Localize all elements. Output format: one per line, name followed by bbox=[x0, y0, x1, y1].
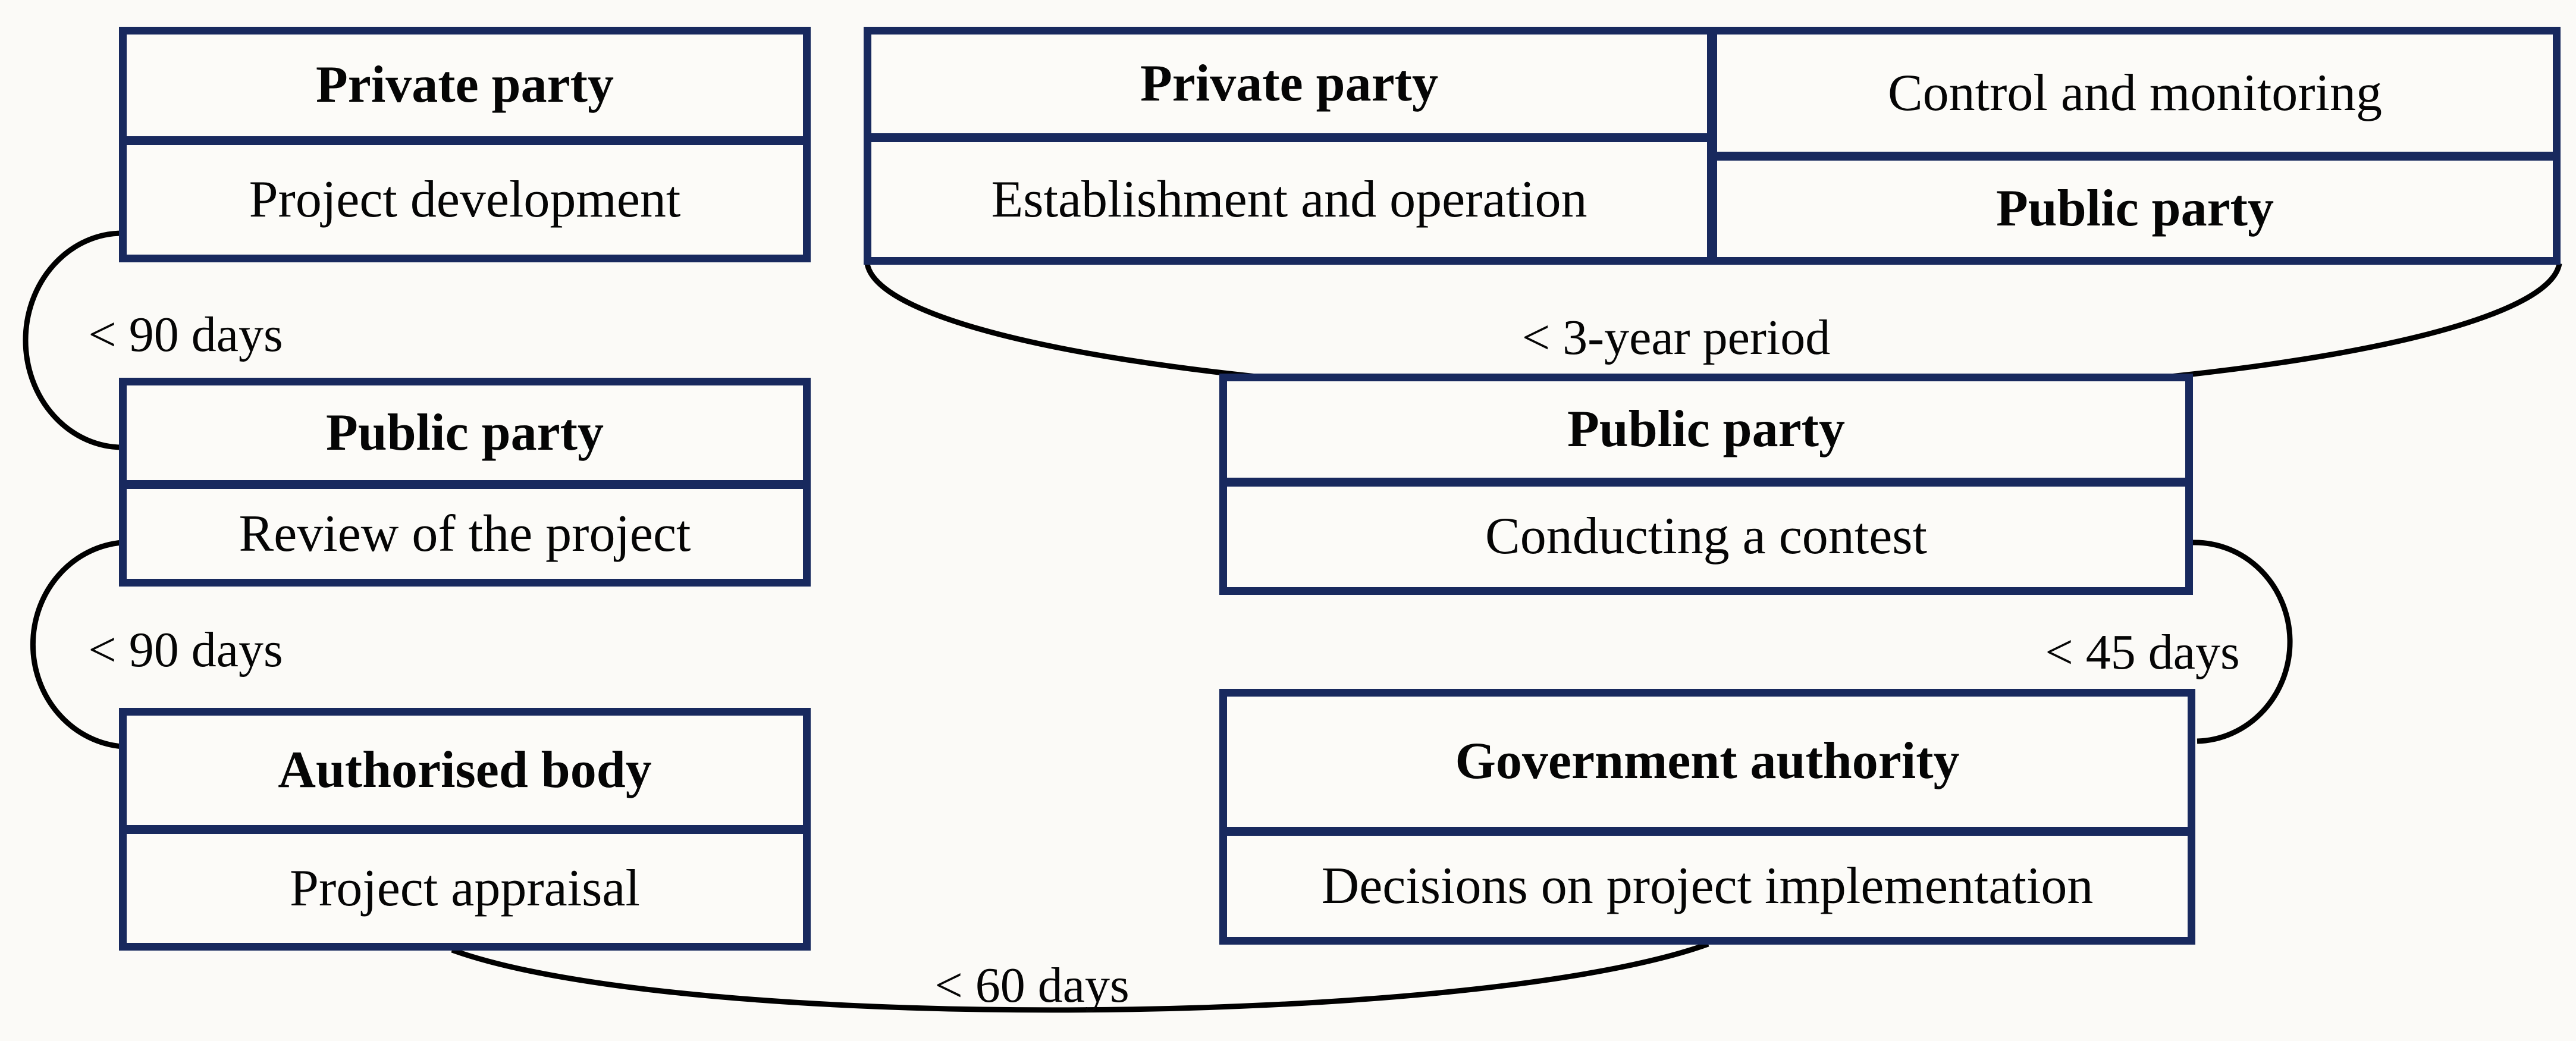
stage-party-label: Authorised body bbox=[278, 741, 652, 799]
stage-box-conducting-contest: Public party Conducting a contest bbox=[1219, 374, 2193, 595]
stage-party-label: Public party bbox=[1717, 152, 2553, 257]
stage-action-label: Project development bbox=[127, 136, 803, 255]
stage-action-label: Control and monitoring bbox=[1887, 64, 2383, 122]
stage-action-label: Review of the project bbox=[127, 480, 803, 579]
arc-90days-top-left bbox=[23, 230, 123, 450]
stage-action-label: Project appraisal bbox=[127, 825, 803, 943]
stage-rows: Public party Review of the project bbox=[127, 385, 803, 579]
arc-90days-mid-left bbox=[30, 540, 123, 750]
stage-box-project-appraisal: Authorised body Project appraisal bbox=[119, 708, 811, 951]
stage-box-review-of-project: Public party Review of the project bbox=[119, 378, 811, 587]
stage-party-label: Private party bbox=[1140, 55, 1438, 113]
stage-action-label: Establishment and operation bbox=[871, 133, 1707, 257]
connector-label-90-days-middle: < 90 days bbox=[88, 622, 283, 678]
stage-action-label: Decisions on project implementation bbox=[1227, 826, 2188, 937]
connector-label-3-year-period: < 3-year period bbox=[1521, 310, 1831, 365]
connector-label-60-days: < 60 days bbox=[934, 958, 1129, 1013]
connector-label-90-days-top: < 90 days bbox=[88, 307, 283, 362]
stage-column-private-operation: Private party Establishment and operatio… bbox=[871, 35, 1717, 257]
stage-party-label: Government authority bbox=[1455, 732, 1960, 791]
stage-party-label: Public party bbox=[326, 403, 604, 462]
stage-rows: Government authority Decisions on projec… bbox=[1227, 697, 2188, 937]
stage-party-label: Public party bbox=[1567, 400, 1845, 458]
stage-action-label: Conducting a contest bbox=[1227, 477, 2185, 587]
stage-columns: Private party Establishment and operatio… bbox=[871, 35, 2553, 257]
stage-box-implementation-decision: Government authority Decisions on projec… bbox=[1219, 689, 2195, 945]
stage-box-project-development: Private party Project development bbox=[119, 27, 811, 262]
connector-label-45-days: < 45 days bbox=[2045, 625, 2240, 680]
stage-column-public-monitoring: Control and monitoring Public party bbox=[1717, 35, 2553, 257]
arc-60days-bottom bbox=[451, 941, 1709, 1013]
stage-rows: Private party Project development bbox=[127, 35, 803, 255]
stage-box-operation-and-monitoring: Private party Establishment and operatio… bbox=[864, 27, 2561, 265]
arc-45days-right bbox=[2192, 540, 2293, 744]
stage-rows: Public party Conducting a contest bbox=[1227, 381, 2185, 587]
stage-party-label: Private party bbox=[316, 56, 614, 114]
stage-rows: Authorised body Project appraisal bbox=[127, 716, 803, 943]
